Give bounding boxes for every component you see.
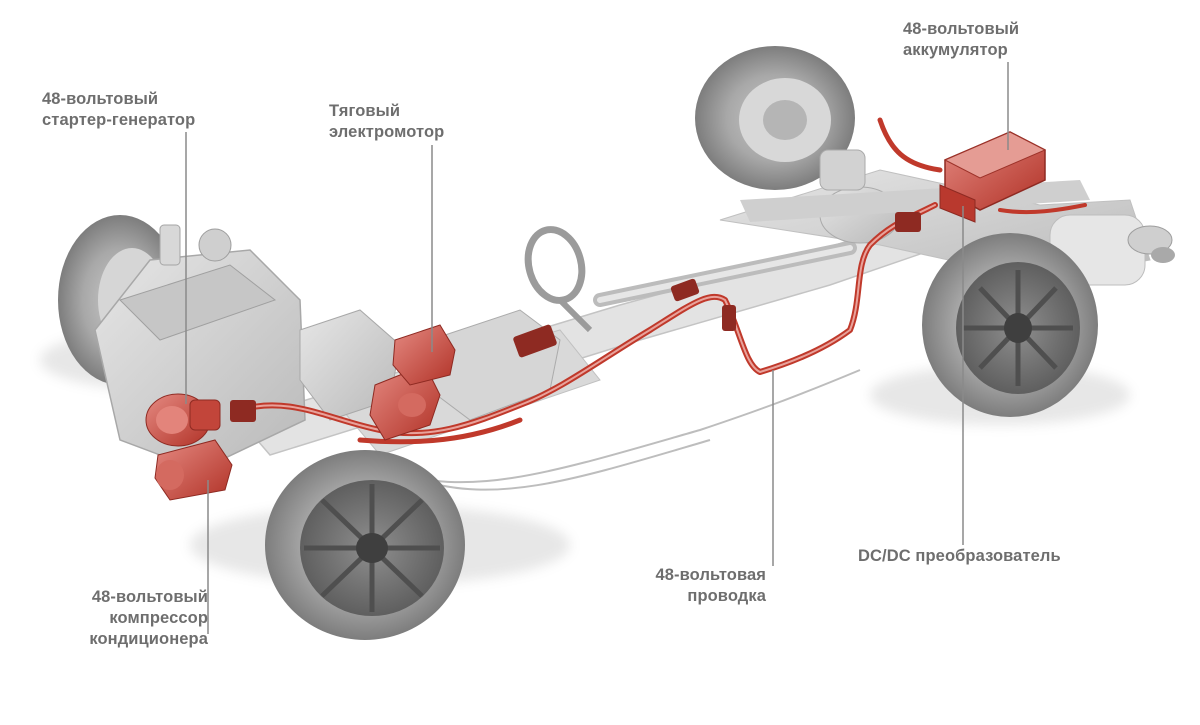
label-line: компрессор — [109, 609, 208, 627]
label-starter-generator: 48-вольтовый стартер-генератор — [42, 89, 195, 131]
exhaust-line — [389, 369, 861, 491]
rear-left-wheel — [695, 46, 855, 190]
label-line: Тяговый — [329, 102, 401, 120]
label-traction-motor: Тяговый электромотор — [329, 101, 444, 143]
battery-48v — [943, 131, 1047, 211]
ac-compressor — [154, 439, 233, 501]
label-line: 48-вольтовый — [903, 20, 1020, 38]
traction-motor — [369, 324, 456, 441]
label-line: 48-вольтовый — [91, 588, 208, 606]
wiring-connectors — [230, 212, 921, 422]
label-line: аккумулятор — [903, 41, 1008, 59]
drive-shaft — [593, 241, 857, 307]
steering-wheel — [524, 226, 593, 333]
label-wiring: 48-вольтовая проводка — [600, 565, 766, 607]
label-ac-compressor: 48-вольтовый компрессор кондиционера — [40, 587, 208, 650]
front-right-wheel — [265, 450, 465, 640]
starter-generator — [145, 393, 221, 447]
label-dcdc-converter: DC/DC преобразователь — [858, 546, 1061, 567]
label-line: кондиционера — [89, 630, 208, 648]
leader-lines — [185, 62, 1009, 634]
label-line: 48-вольтовая — [655, 566, 766, 584]
label-line: стартер-генератор — [42, 111, 196, 129]
label-line: проводка — [687, 587, 766, 605]
label-line: электромотор — [329, 123, 445, 141]
rear-right-wheel — [922, 233, 1098, 417]
dcdc-converter — [939, 184, 976, 223]
label-battery: 48-вольтовый аккумулятор — [903, 19, 1019, 61]
label-line: 48-вольтовый — [42, 90, 159, 108]
label-line: DC/DC преобразователь — [858, 547, 1061, 565]
